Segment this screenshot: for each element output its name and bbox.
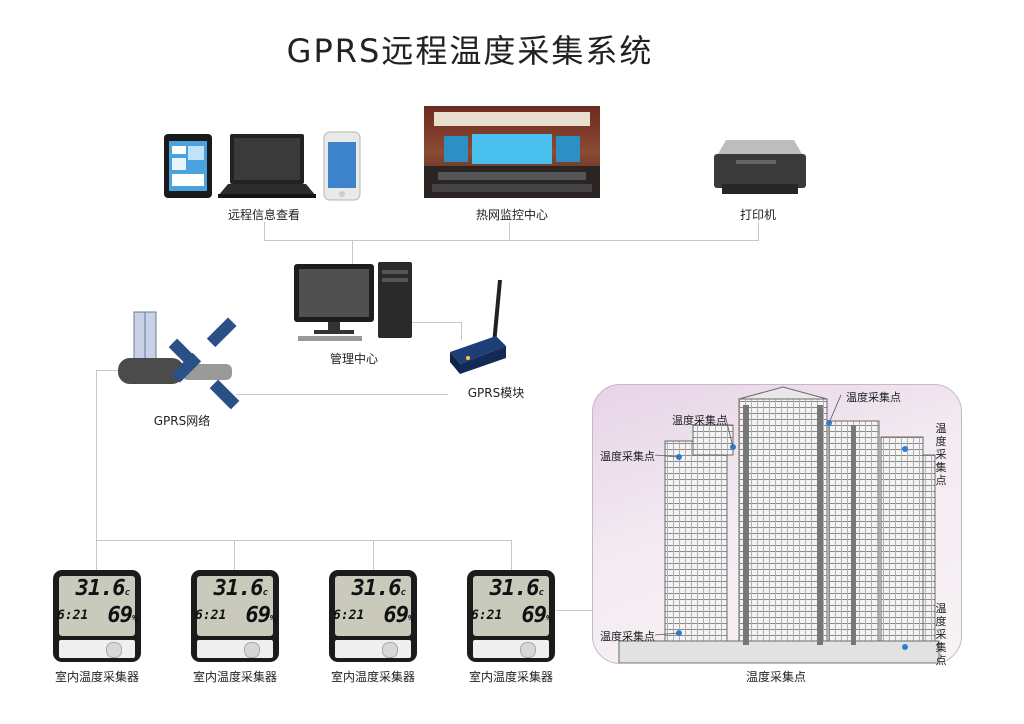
humidity-unit: % — [269, 614, 276, 625]
temperature-value: 31.6 — [75, 576, 126, 601]
building-caption: 温度采集点 — [745, 670, 806, 684]
thermometer-device: 31.6c 6:21 69% — [467, 570, 555, 662]
humidity-value: 69 — [383, 603, 408, 628]
temperature-value: 31.6 — [351, 576, 402, 601]
gprs-module-label: GPRS模块 — [467, 386, 525, 400]
remote-view-label: 远程信息查看 — [227, 208, 300, 222]
temperature-unit: c — [262, 588, 269, 598]
desktop-computer-icon — [294, 262, 412, 341]
sampling-point-label-vertical: 温度采集点 — [935, 422, 947, 487]
management-center-label: 管理中心 — [329, 352, 378, 366]
printer-icon — [714, 140, 806, 194]
building-panel — [592, 384, 962, 664]
sampling-point-label: 温度采集点 — [846, 391, 901, 404]
sampling-point-label: 温度采集点 — [600, 630, 655, 643]
temperature-unit: c — [538, 588, 545, 598]
building-illustration — [618, 386, 940, 663]
thermometer-device: 31.6c 6:21 69% — [191, 570, 279, 662]
control-room-image — [424, 106, 600, 198]
collector-label: 室内温度采集器 — [468, 670, 553, 684]
knob-icon — [106, 642, 122, 658]
thermometer-device: 31.6c 6:21 69% — [53, 570, 141, 662]
page-title: GPRS远程温度采集系统 — [286, 32, 654, 70]
knob-icon — [382, 642, 398, 658]
phone-icon — [323, 131, 361, 201]
temperature-value: 31.6 — [213, 576, 264, 601]
sampling-point-label: 温度采集点 — [672, 414, 727, 427]
humidity-unit: % — [545, 614, 552, 625]
gprs-modem-icon — [450, 279, 506, 374]
thermometer-device: 31.6c 6:21 69% — [329, 570, 417, 662]
collector-label: 室内温度采集器 — [192, 670, 277, 684]
time-value: 6:21 — [471, 608, 503, 623]
time-value: 6:21 — [195, 608, 227, 623]
sampling-point-label-vertical: 温度采集点 — [935, 602, 947, 667]
collector-label: 室内温度采集器 — [330, 670, 415, 684]
sampling-point-label: 温度采集点 — [600, 450, 655, 463]
humidity-unit: % — [131, 614, 138, 625]
knob-icon — [520, 642, 536, 658]
humidity-unit: % — [407, 614, 414, 625]
printer-label: 打印机 — [739, 208, 776, 222]
humidity-value: 69 — [521, 603, 546, 628]
temperature-unit: c — [124, 588, 131, 598]
satellite-icon — [118, 311, 240, 410]
collector-label: 室内温度采集器 — [54, 670, 139, 684]
laptop-icon — [218, 134, 316, 198]
temperature-value: 31.6 — [489, 576, 540, 601]
humidity-value: 69 — [107, 603, 132, 628]
time-value: 6:21 — [333, 608, 365, 623]
humidity-value: 69 — [245, 603, 270, 628]
monitor-center-label: 热网监控中心 — [475, 208, 548, 222]
time-value: 6:21 — [57, 608, 89, 623]
gprs-network-label: GPRS网络 — [153, 414, 211, 428]
tablet-icon — [164, 134, 212, 198]
knob-icon — [244, 642, 260, 658]
temperature-unit: c — [400, 588, 407, 598]
